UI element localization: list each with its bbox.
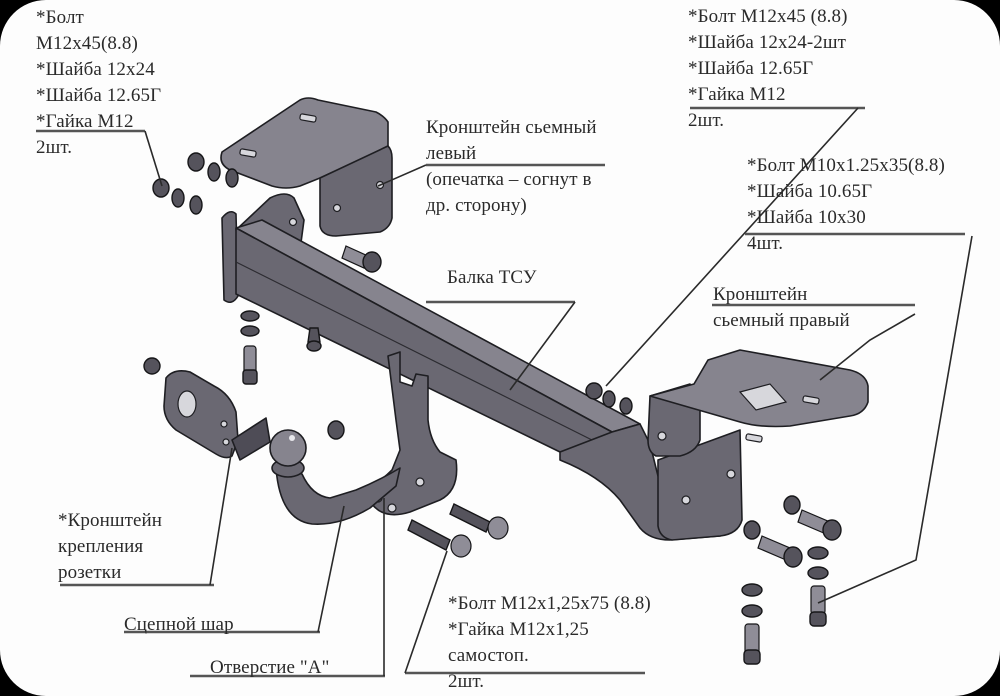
tow-ball (269, 429, 401, 525)
label-beam: Балка ТСУ (447, 265, 537, 291)
beam-end-flange (221, 210, 239, 304)
label-line: 4шт. (747, 233, 784, 254)
washer-icon (189, 195, 203, 215)
label-bracket-right: Кронштейн сьемный правый (713, 282, 850, 334)
label-line: *Гайка М12х1,25 (448, 619, 589, 640)
left-bracket-side-plate (319, 145, 393, 237)
beam-top-face (235, 219, 641, 433)
label-line: *Кронштейн (58, 510, 163, 531)
label-hardware-top-right: *Болт М12х45 (8.8) *Шайба 12х24-2шт *Шай… (688, 4, 848, 134)
socket-mounting-bracket (143, 357, 271, 461)
slot-hole (299, 113, 317, 123)
slot-hole (239, 148, 257, 158)
nut-icon (152, 178, 170, 198)
label-hardware-top-left: *Болт М12х45(8.8) *Шайба 12х24 *Шайба 12… (36, 5, 161, 161)
label-line: самостоп. (448, 645, 529, 666)
label-line: *Болт (36, 7, 84, 28)
label-hole-a: Отверстие "А" (210, 655, 329, 681)
label-line: *Шайба 12.65Г (688, 58, 814, 79)
label-line: *Болт М10х1.25х35(8.8) (747, 155, 945, 176)
label-line: Балка ТСУ (447, 267, 537, 288)
label-line: М12х45(8.8) (36, 33, 138, 54)
label-line: *Болт М12х45 (8.8) (688, 6, 848, 27)
label-hardware-right: *Болт М10х1.25х35(8.8) *Шайба 10.65Г *Ша… (747, 153, 945, 257)
bolt-m12-left (341, 245, 382, 273)
label-line: др. сторону) (426, 195, 527, 216)
washer-icon (225, 168, 239, 188)
label-line: *Шайба 10.65Г (747, 181, 873, 202)
bolts-m12x125 (407, 503, 509, 558)
label-line: сьемный правый (713, 310, 850, 331)
label-line: *Шайба 12х24 (36, 59, 155, 80)
label-line: *Шайба 10х30 (747, 207, 866, 228)
label-line: Кронштейн сьемный (426, 117, 597, 138)
towbar-beam (221, 193, 743, 541)
label-line: *Шайба 12.65Г (36, 85, 162, 106)
left-removable-bracket (220, 97, 393, 237)
label-hardware-bottom: *Болт М12х1,25х75 (8.8) *Гайка М12х1,25 … (448, 591, 651, 695)
hardware-set-top-left (152, 152, 239, 215)
label-bracket-left: Кронштейн сьемный левый (опечатка – согн… (426, 115, 597, 219)
label-line: *Болт М12х1,25х75 (8.8) (448, 593, 651, 614)
label-line: Отверстие "А" (210, 657, 330, 678)
label-line: (опечатка – согнут в (426, 169, 592, 190)
label-line: левый (426, 143, 477, 164)
label-line: *Шайба 12х24-2шт (688, 32, 846, 53)
washer-icon (171, 188, 185, 208)
bolt-hole (332, 203, 342, 213)
hardware-set-bottom-right (741, 495, 842, 665)
label-line: Сцепной шар (124, 614, 234, 635)
hardware-stack-left (240, 310, 260, 385)
label-line: 2шт. (688, 110, 725, 131)
label-line: 2шт. (448, 671, 485, 692)
label-line: крепления (58, 536, 144, 557)
beam-right-plate (657, 429, 743, 541)
label-line: 2шт. (36, 137, 73, 158)
label-line: *Гайка М12 (36, 111, 134, 132)
nut-icon (187, 152, 205, 172)
hardware-set-mid-right (585, 382, 633, 415)
washer-icon (207, 162, 221, 182)
bracket-window (738, 383, 788, 411)
nut-icon (327, 420, 345, 440)
label-line: розетки (58, 562, 122, 583)
label-tow-ball: Сцепной шар (124, 612, 234, 638)
label-socket-bracket: *Кронштейн крепления розетки (58, 508, 162, 586)
leader-lines (36, 106, 973, 678)
label-line: *Гайка М12 (688, 84, 786, 105)
right-removable-bracket (647, 349, 869, 457)
label-line: Кронштейн (713, 284, 808, 305)
